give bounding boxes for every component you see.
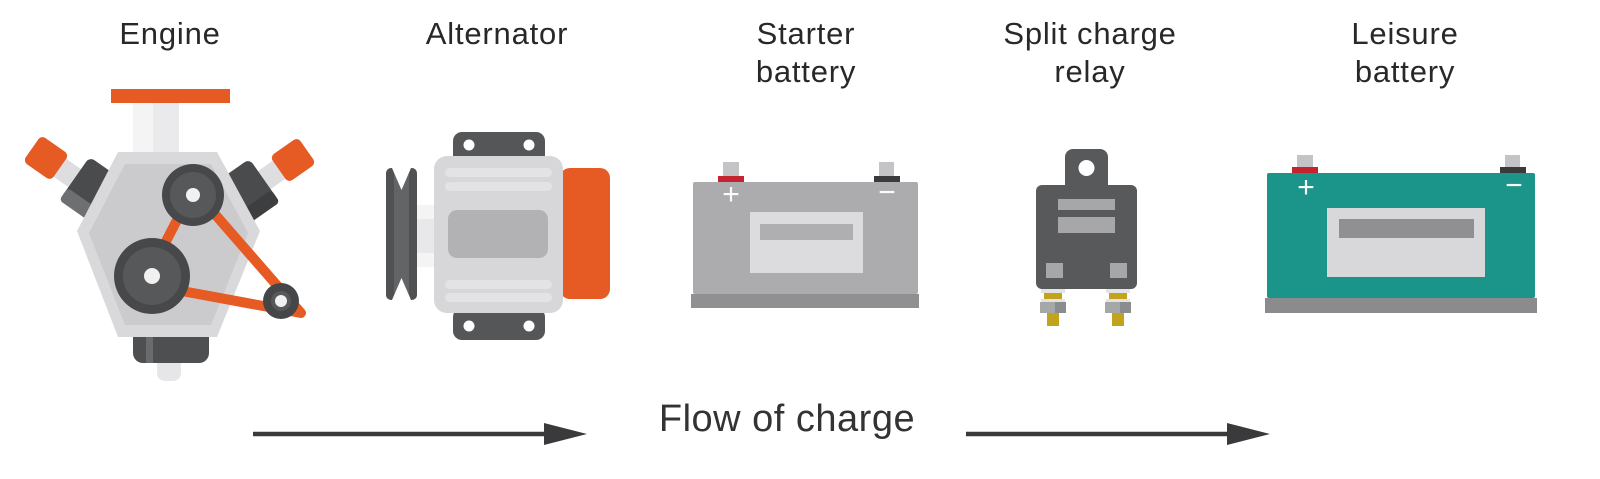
engine-top-bar: [111, 89, 230, 157]
relay-tab: [1065, 149, 1108, 193]
leisure-battery-illustration: + −: [1265, 155, 1537, 313]
battery-negative-symbol: −: [1505, 169, 1523, 202]
alternator-body: [434, 156, 563, 313]
engine-label: Engine: [119, 16, 221, 51]
alternator-mount-bottom: [453, 308, 545, 340]
starter-battery-illustration: + −: [691, 162, 919, 308]
battery-post-negative: [874, 162, 900, 183]
alternator-illustration: [386, 132, 610, 340]
engine-pulley-idler: [263, 283, 299, 319]
split-charge-relay-illustration: [1036, 149, 1137, 326]
engine-pulley-top: [162, 164, 224, 226]
battery-base: [1265, 298, 1537, 313]
flow-of-charge-label: Flow of charge: [658, 398, 916, 440]
engine-belt: [139, 184, 306, 318]
starter-battery-label: Starter battery: [755, 16, 857, 89]
battery-negative-symbol: −: [878, 176, 896, 209]
engine-oil-pan: [133, 337, 209, 381]
battery-post-positive: [1292, 155, 1318, 174]
battery-post-positive: [718, 162, 744, 183]
relay-terminal-left: [1040, 289, 1066, 326]
battery-base: [691, 294, 919, 308]
split-charge-relay-label: Split charge relay: [1003, 16, 1177, 89]
leisure-battery-label: Leisure battery: [1351, 16, 1459, 89]
battery-label-panel: [1327, 208, 1485, 277]
engine-pulley-main: [114, 238, 190, 314]
engine-illustration: [25, 89, 315, 381]
relay-terminal-right: [1105, 289, 1131, 326]
alternator-pulley: [386, 168, 417, 300]
flow-arrow-left-icon: [253, 423, 587, 445]
flow-arrow-right-icon: [966, 423, 1270, 445]
battery-positive-symbol: +: [1297, 171, 1315, 204]
battery-post-negative: [1500, 155, 1526, 174]
alternator-label-plate: [448, 210, 548, 258]
battery-positive-symbol: +: [722, 178, 740, 211]
relay-body: [1036, 185, 1137, 289]
alternator-rear-housing: [560, 168, 610, 299]
battery-label-panel: [750, 212, 863, 273]
alternator-label: Alternator: [425, 16, 569, 51]
